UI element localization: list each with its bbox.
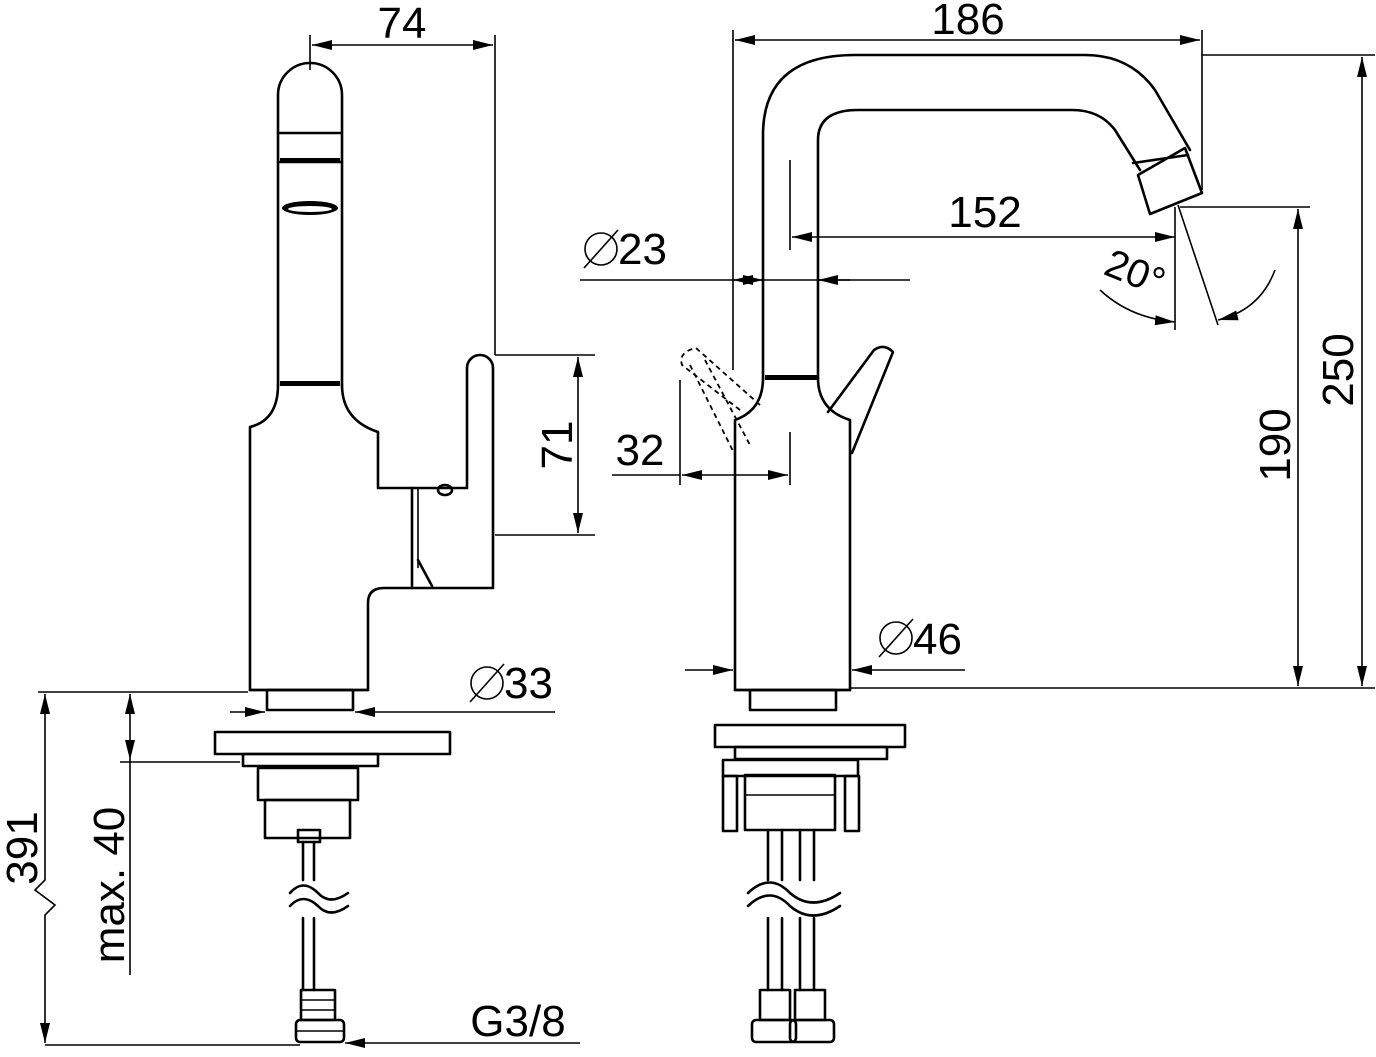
- front-lever: [826, 345, 895, 455]
- side-spout-band: [276, 131, 344, 164]
- side-lever: [410, 353, 495, 590]
- front-spout: [761, 53, 1192, 380]
- diameter-33: 33: [469, 659, 553, 708]
- dim-lever-offset: 32: [616, 426, 665, 475]
- dim-thread: G3/8: [470, 997, 565, 1046]
- hose-break-icon: [288, 884, 350, 901]
- dim-outlet-height: 190: [1251, 408, 1300, 481]
- side-mount-plate: [213, 730, 452, 756]
- dim-hose-length: 391: [0, 811, 47, 884]
- dim-spout-angle: 20°: [1099, 241, 1172, 304]
- front-base-ring: [748, 688, 838, 712]
- dimension-lines: [33, 30, 1375, 1048]
- front-hose-break-icon: [746, 881, 842, 904]
- side-spout: [276, 61, 344, 387]
- diameter-icon: [879, 621, 913, 655]
- diameter-icon: [584, 232, 618, 266]
- dim-side-depth: 74: [378, 0, 427, 48]
- front-lever-alternate: [680, 347, 761, 411]
- front-connector-right: [793, 988, 827, 1022]
- dim-base-diameter: 33: [504, 659, 553, 708]
- front-connector-left: [758, 988, 792, 1022]
- front-view: [680, 53, 1204, 1044]
- dim-body-diameter: 46: [913, 615, 962, 664]
- side-view: [213, 61, 495, 1044]
- side-body: [248, 383, 414, 692]
- side-connector: [299, 988, 337, 1022]
- diameter-46: 46: [878, 615, 962, 664]
- diameter-icon: [470, 666, 504, 700]
- dim-spout-reach: 152: [948, 188, 1021, 237]
- front-mount-plate: [713, 723, 907, 749]
- side-base-ring: [265, 688, 355, 712]
- dim-total-width: 186: [931, 0, 1004, 44]
- dim-max-deck-thickness: max. 40: [85, 807, 134, 964]
- front-body: [733, 376, 852, 692]
- dim-total-height: 250: [1314, 333, 1363, 406]
- diameter-23: 23: [583, 225, 667, 274]
- dim-spout-diameter: 23: [618, 225, 667, 274]
- dim-lever-height: 71: [533, 421, 582, 470]
